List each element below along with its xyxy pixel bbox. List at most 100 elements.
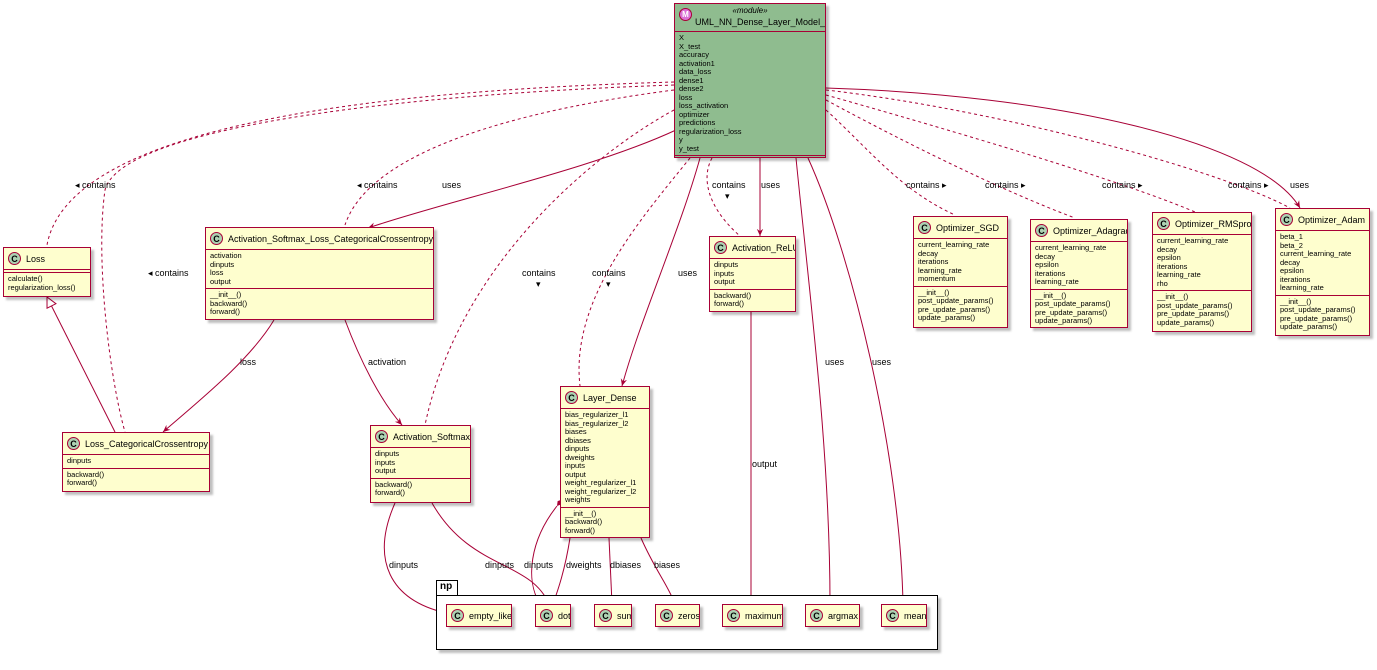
- attribute: learning_rate: [1280, 283, 1324, 292]
- edge-activation-softmax: [341, 312, 403, 426]
- np-empty-like[interactable]: C empty_like: [446, 604, 512, 627]
- class-softmax-loss[interactable]: C Activation_Softmax_Loss_CategoricalCro…: [205, 227, 434, 320]
- attribute: bias_regularizer_l2: [565, 418, 629, 428]
- attribute: output: [210, 276, 231, 286]
- class-optimizer-adagrad[interactable]: C Optimizer_Adagrad current_learning_rat…: [1030, 219, 1128, 328]
- class-icon: C: [918, 221, 931, 234]
- method: pre_update_params(): [1280, 313, 1353, 323]
- label-dense-dweights: dweights: [566, 560, 602, 570]
- method: calculate(): [8, 274, 43, 283]
- class-rmsprop-attributes: current_learning_rate decay epsilon iter…: [1153, 235, 1251, 291]
- class-softmax-loss-methods: __init__() backward() forward(): [206, 289, 433, 319]
- np-sum-name: sum: [617, 610, 631, 621]
- edge-loss-cce: [162, 312, 279, 433]
- attribute: dinputs: [210, 259, 235, 269]
- class-dense-methods: __init__() backward() forward(): [561, 508, 649, 538]
- np-zeros-name: zeros: [678, 610, 700, 621]
- attribute: iterations: [1035, 268, 1066, 278]
- np-argmax[interactable]: C argmax: [805, 604, 860, 627]
- method: backward(): [67, 469, 105, 479]
- class-optimizer-adam[interactable]: C Optimizer_Adam beta_1 beta_2 current_l…: [1275, 208, 1370, 336]
- attribute: momentum: [918, 274, 956, 283]
- attribute: iterations: [1280, 274, 1311, 284]
- class-loss-attributes: [4, 270, 90, 273]
- class-icon: C: [210, 232, 223, 245]
- class-rmsprop-header: C Optimizer_RMSprop: [1153, 213, 1251, 235]
- label-contains-dense-arrow: ▾: [606, 279, 611, 289]
- class-icon: C: [8, 252, 21, 265]
- attribute: learning_rate: [1157, 270, 1201, 279]
- method: forward(): [375, 488, 406, 497]
- class-loss[interactable]: C Loss calculate() regularization_loss(): [3, 247, 91, 297]
- class-sgd-attributes: current_learning_rate decay iterations l…: [914, 239, 1007, 287]
- np-mean[interactable]: C mean: [881, 604, 927, 627]
- class-sgd-methods: __init__() post_update_params() pre_upda…: [914, 287, 1007, 325]
- attribute: dinputs: [375, 449, 400, 458]
- module-attributes: X X_test accuracy activation1 data_loss …: [675, 32, 825, 156]
- class-loss-cce[interactable]: C Loss_CategoricalCrossentropy dinputs b…: [62, 432, 210, 492]
- class-adagrad-name: Optimizer_Adagrad: [1053, 225, 1128, 236]
- edge-uses-softmax-loss: [367, 129, 677, 229]
- class-layer-dense[interactable]: C Layer_Dense bias_regularizer_l1 bias_r…: [560, 386, 650, 538]
- module-box[interactable]: M «module» UML_NN_Dense_Layer_Model_py X…: [674, 3, 826, 158]
- label-softmax-dot-dinputs: dinputs: [485, 560, 515, 570]
- class-adagrad-header: C Optimizer_Adagrad: [1031, 220, 1127, 242]
- method: __init__(): [1157, 292, 1189, 301]
- method: __init__(): [1035, 290, 1067, 300]
- method: update_params(): [1035, 316, 1093, 325]
- class-dense-name: Layer_Dense: [583, 392, 637, 403]
- label-softmax-dinputs: dinputs: [389, 560, 419, 570]
- label-contains-sgd: contains ▸: [906, 180, 947, 190]
- class-icon: C: [660, 609, 673, 622]
- class-optimizer-sgd[interactable]: C Optimizer_SGD current_learning_rate de…: [913, 216, 1008, 328]
- label-loss: loss: [240, 357, 257, 367]
- attribute: dweights: [565, 452, 595, 462]
- class-softmax[interactable]: C Activation_Softmax dinputs inputs outp…: [370, 425, 471, 503]
- module-attr: predictions: [679, 118, 716, 127]
- class-cce-name: Loss_CategoricalCrossentropy: [85, 438, 209, 449]
- np-sum-header: C sum: [595, 605, 631, 626]
- class-relu[interactable]: C Activation_ReLU dinputs inputs output …: [709, 236, 796, 312]
- edge-module-softmax-loss: [344, 89, 675, 226]
- attribute: epsilon: [1035, 260, 1059, 269]
- attribute: current_learning_rate: [1280, 249, 1352, 258]
- attribute: decay: [1035, 251, 1056, 261]
- class-icon: C: [886, 609, 899, 622]
- edge-module-sgd: [825, 109, 956, 216]
- class-cce-attributes: dinputs: [63, 455, 209, 469]
- module-attr: optimizer: [679, 109, 710, 119]
- attribute: inputs: [714, 268, 735, 278]
- np-sum[interactable]: C sum: [594, 604, 632, 627]
- np-zeros[interactable]: C zeros: [655, 604, 700, 627]
- attribute: learning_rate: [918, 265, 962, 275]
- class-icon: C: [540, 609, 553, 622]
- class-dense-header: C Layer_Dense: [561, 387, 649, 409]
- np-dot[interactable]: C dot: [535, 604, 571, 627]
- attribute: loss: [210, 268, 224, 277]
- class-adam-methods: __init__() post_update_params() pre_upda…: [1276, 296, 1369, 334]
- label-contains-loss: ◂ contains: [75, 180, 116, 190]
- attribute: epsilon: [1157, 253, 1181, 262]
- attribute: weights: [565, 495, 591, 504]
- method: post_update_params(): [918, 296, 994, 305]
- module-attr: data_loss: [679, 67, 712, 76]
- attribute: learning_rate: [1035, 277, 1079, 286]
- attribute: current_learning_rate: [1157, 236, 1229, 245]
- class-softmax-header: C Activation_Softmax: [371, 426, 470, 448]
- class-icon: C: [1280, 213, 1293, 226]
- method: forward(): [714, 299, 745, 308]
- edge-module-relu: [706, 157, 741, 237]
- method: backward(): [714, 290, 752, 300]
- label-output: output: [752, 459, 778, 469]
- class-cce-header: C Loss_CategoricalCrossentropy: [63, 433, 209, 455]
- edge-module-cce: [101, 84, 675, 433]
- module-attr: X_test: [679, 41, 701, 51]
- label-contains-dense: contains: [592, 268, 626, 278]
- method: pre_update_params(): [918, 304, 991, 314]
- np-zeros-header: C zeros: [656, 605, 699, 626]
- class-optimizer-rmsprop[interactable]: C Optimizer_RMSprop current_learning_rat…: [1152, 212, 1252, 332]
- method: forward(): [565, 525, 596, 535]
- np-maximum[interactable]: C maximum: [722, 604, 783, 627]
- class-icon: C: [375, 430, 388, 443]
